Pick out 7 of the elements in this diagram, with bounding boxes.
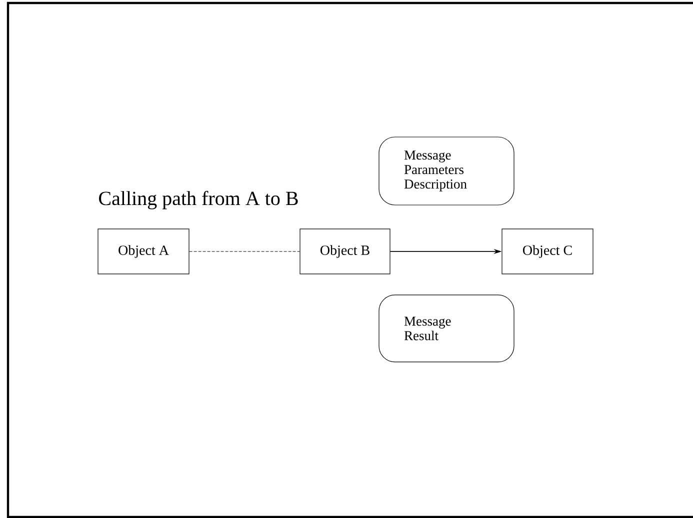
connector-line [189, 251, 300, 252]
object-box: Object A [98, 228, 190, 274]
object-box: Object C [502, 228, 594, 274]
object-box: Object B [300, 228, 390, 274]
message-box: Message Parameters Description [378, 136, 514, 206]
message-box: Message Result [378, 294, 514, 362]
title: Calling path from A to B [99, 190, 298, 210]
